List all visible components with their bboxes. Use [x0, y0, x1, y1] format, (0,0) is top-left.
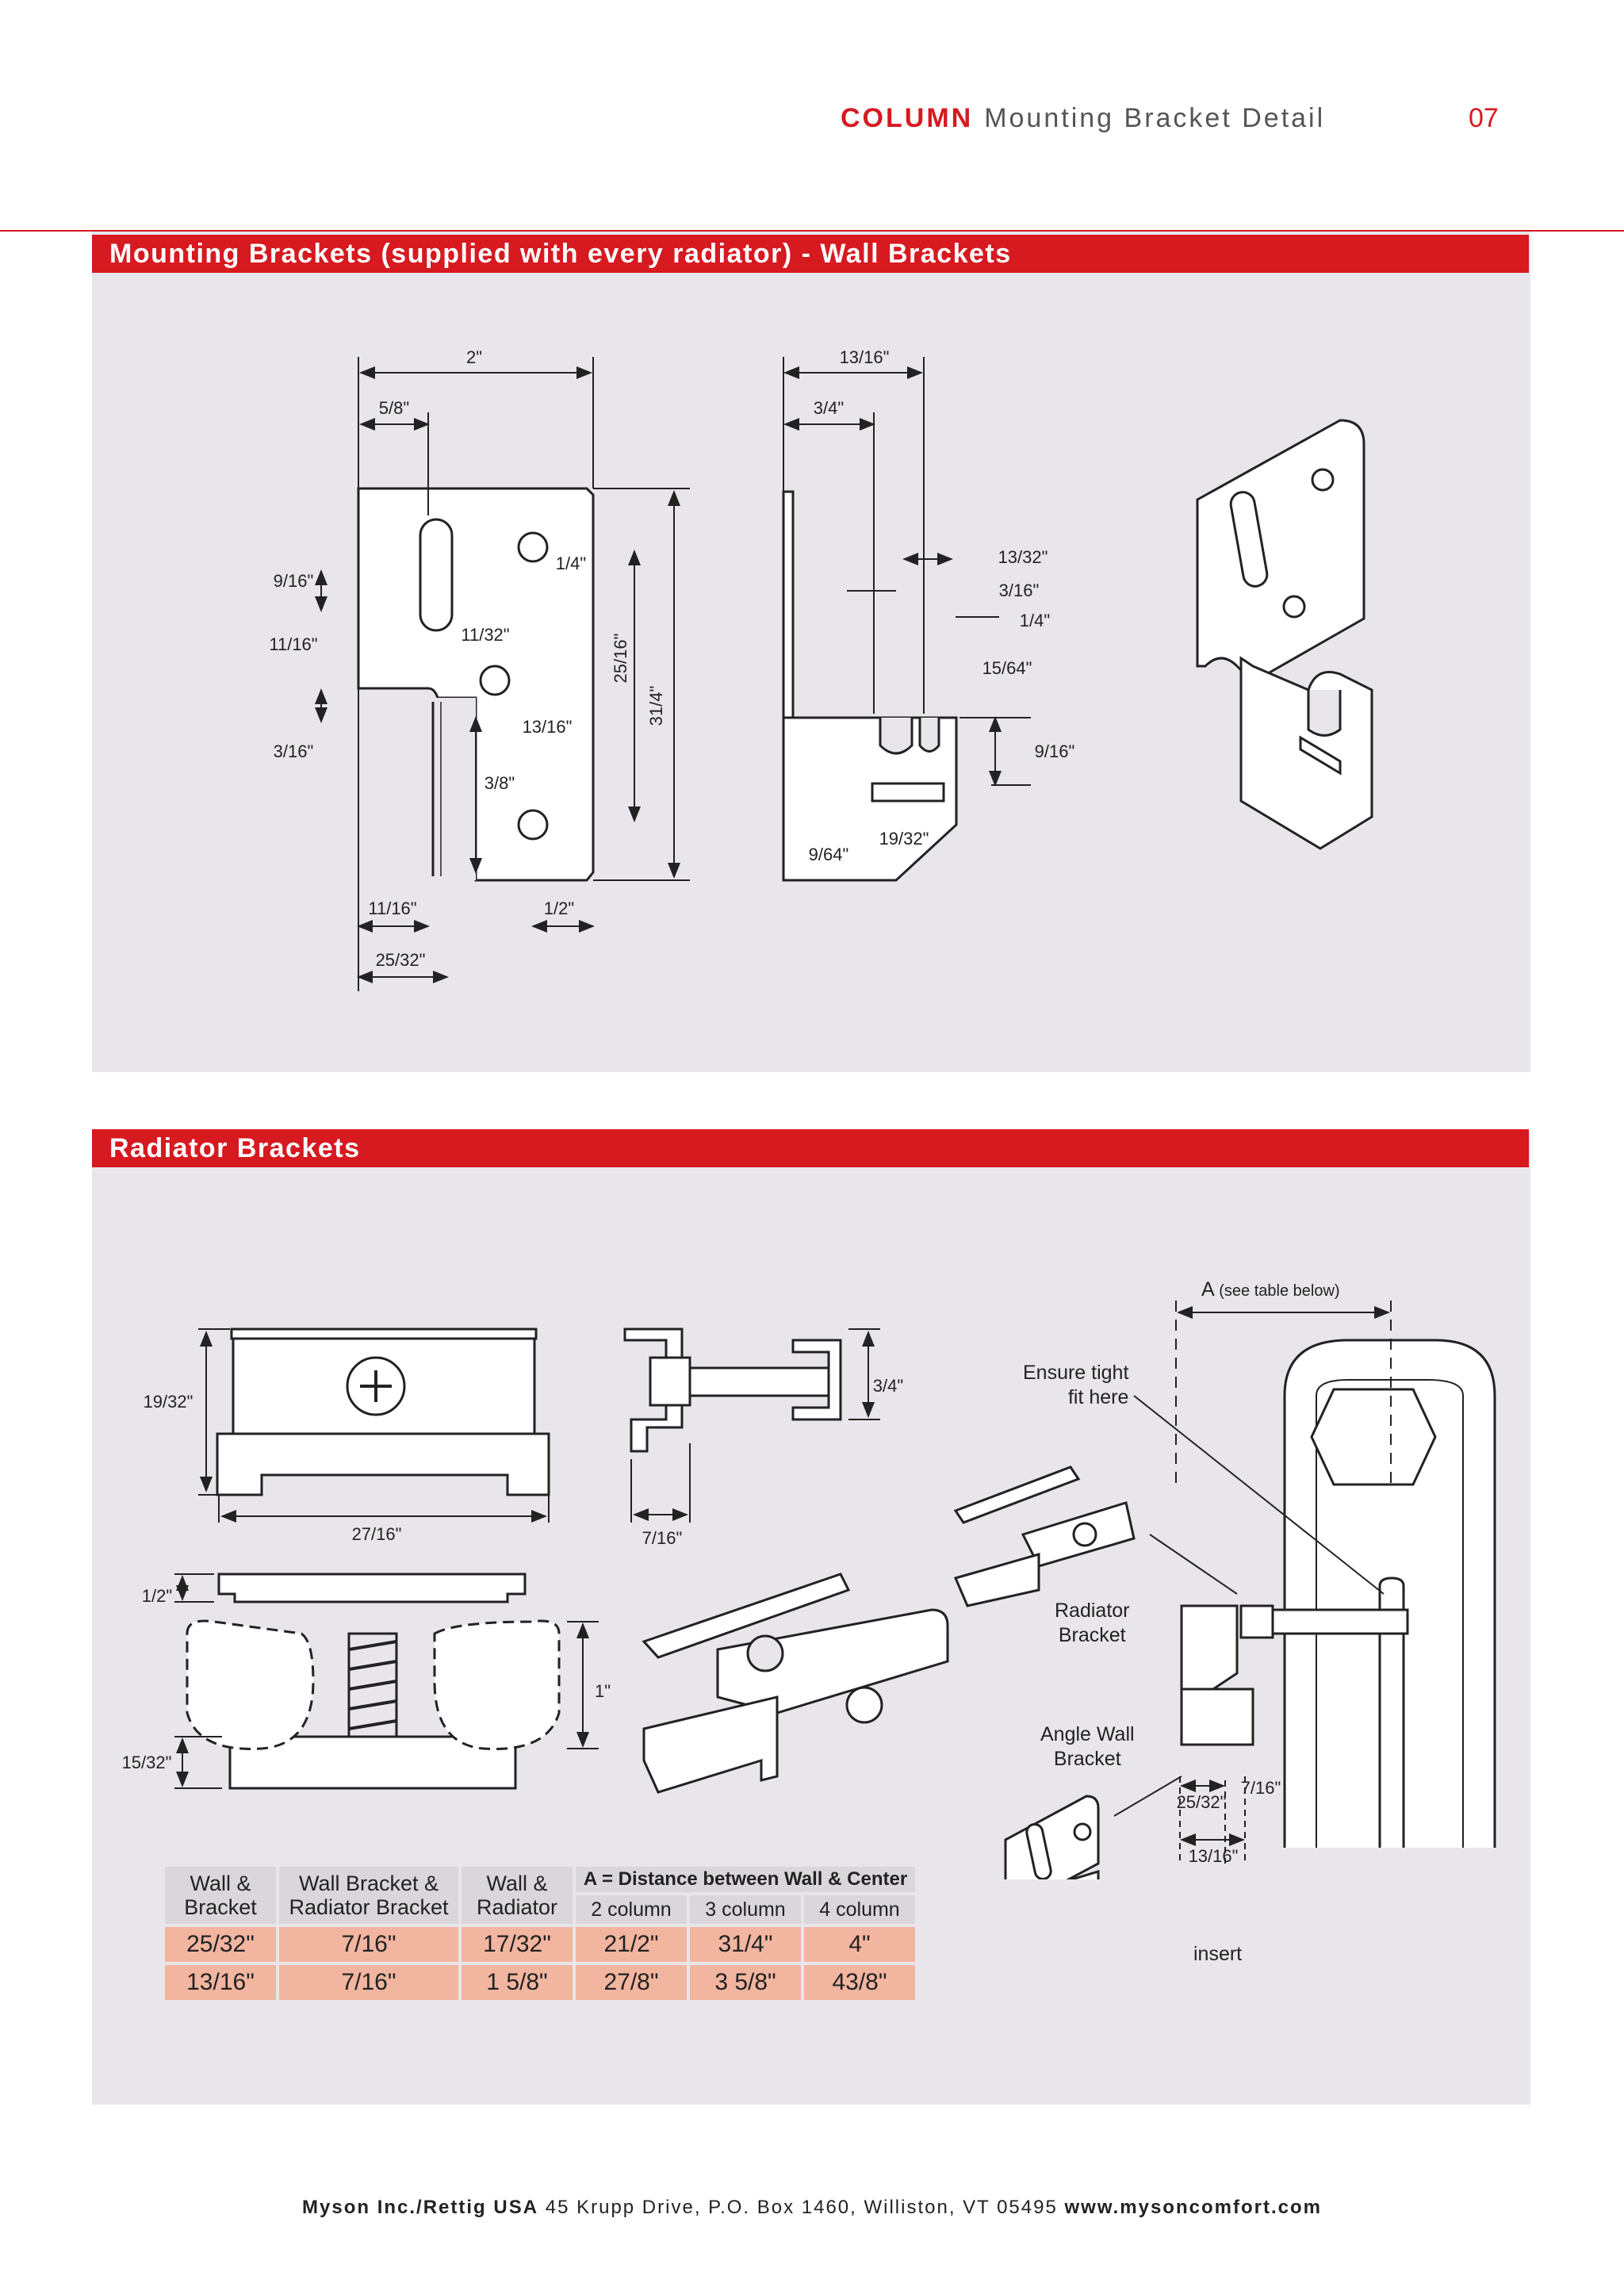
table-cell: 17/32" [462, 1927, 573, 1962]
table-cell: 7/16" [279, 1965, 458, 2000]
label-radiator-bracket: Radiator Bracket [1055, 1599, 1130, 1646]
col-header-wall-bracket: Wall & Bracket [165, 1867, 276, 1924]
table-cell: 3 5/8" [690, 1965, 801, 2000]
col-header-wall-radiator: Wall & Radiator [462, 1867, 573, 1924]
page-title: Mounting Bracket Detail [984, 103, 1326, 133]
dim-front-width: 2" [466, 347, 482, 367]
dim-front-upper-height: 11/16" [269, 634, 317, 654]
table-cell: 1 5/8" [462, 1965, 573, 2000]
dim-wall-gap: 25/32" [1177, 1792, 1227, 1812]
label-a-dimension: A (see table below) [1201, 1278, 1340, 1301]
dim-front-notch: 3/8" [485, 773, 515, 793]
dim-section-height: 1" [595, 1681, 611, 1701]
table-row: 13/16" 7/16" 1 5/8" 27/8" 3 5/8" 43/8" [165, 1965, 915, 2000]
table-cell: 43/8" [804, 1965, 915, 2000]
dim-front-hole-size: 1/4" [556, 554, 586, 573]
col-header-2-column: 2 column [576, 1895, 687, 1924]
table-cell: 27/8" [576, 1965, 687, 2000]
dim-side-slot-height: 9/16" [1035, 741, 1075, 761]
bracket-distance-table: Wall & Bracket Wall Bracket & Radiator B… [162, 1864, 918, 2003]
dim-side-slot-depth: 15/64" [982, 658, 1032, 678]
dim-bracket-width: 27/16" [352, 1524, 402, 1544]
wall-bracket-front-view [357, 487, 595, 882]
dim-front-hook-gap: 3/16" [274, 741, 314, 761]
dim-side-slot-a: 13/32" [998, 547, 1048, 567]
wall-bracket-side-view [782, 490, 958, 882]
section-name: COLUMN [841, 103, 974, 133]
table-cell: 31/4" [690, 1927, 801, 1962]
page-header: COLUMN Mounting Bracket Detail [841, 103, 1325, 134]
dim-side-slot-c: 1/4" [1020, 611, 1050, 630]
radiator-bracket-drawings: 19/32" 27/16" 3/4" 7/16" 1/2" 1" 15/32" … [122, 1301, 1496, 1879]
header-rule [0, 230, 1624, 232]
col-header-wall-radiator-bracket: Wall Bracket & Radiator Bracket [279, 1867, 458, 1924]
dim-front-base: 25/32" [376, 950, 426, 970]
label-angle-wall-bracket: Angle Wall Bracket [1040, 1723, 1135, 1770]
dim-side-slot-b: 3/16" [999, 580, 1040, 600]
page-number: 07 [1469, 103, 1499, 133]
radiator-bracket-perspective [642, 1573, 949, 1794]
dim-radiator-gap: 7/16" [1241, 1778, 1281, 1798]
footer-website[interactable]: www.mysoncomfort.com [1064, 2197, 1322, 2218]
col-header-4-column: 4 column [804, 1895, 915, 1924]
dim-screw-offset: 7/16" [642, 1528, 683, 1548]
dim-side-bar-gap: 9/64" [809, 845, 849, 864]
wall-bracket-drawings: 2" 5/8" 1/4" 9/16" 11/32" 11/16" 25/16" … [269, 347, 1373, 991]
table-cell: 4" [804, 1927, 915, 1962]
dim-front-bottom-left: 11/16" [368, 898, 416, 918]
dim-front-slot-width: 11/32" [461, 625, 509, 645]
radiator-bracket-top-view [216, 1327, 550, 1496]
dim-front-hole-spacing: 25/16" [611, 634, 630, 684]
col-header-a-distance: A = Distance between Wall & Center [576, 1867, 915, 1892]
dim-side-bar: 19/32" [879, 829, 929, 849]
wall-brackets-title: Mounting Brackets (supplied with every r… [92, 235, 1529, 273]
radiator-bracket-screw-view [623, 1327, 842, 1453]
dim-total-gap: 13/16" [1189, 1846, 1239, 1866]
wall-bracket-isometric [1196, 419, 1373, 850]
page-footer: Myson Inc./Rettig USA 45 Krupp Drive, P.… [0, 2197, 1624, 2219]
table-cell: 21/2" [576, 1927, 687, 1962]
table-cell: 13/16" [165, 1965, 276, 2000]
footer-company: Myson Inc./Rettig USA [302, 2197, 539, 2218]
table-cell: 7/16" [279, 1927, 458, 1962]
angle-wall-bracket-insert [1004, 1795, 1100, 1879]
dim-front-slot-height: 9/16" [274, 571, 314, 591]
dim-front-overall-height: 31/4" [646, 686, 666, 726]
dim-front-slot-offset: 5/8" [379, 398, 409, 418]
dim-section-bottom: 15/32" [122, 1753, 172, 1772]
dim-screw-height: 3/4" [873, 1376, 903, 1396]
label-a: A [1201, 1278, 1214, 1301]
radiator-brackets-title: Radiator Brackets [92, 1129, 1529, 1167]
dim-side-flange: 3/4" [814, 398, 844, 418]
dim-front-hook-width: 13/16" [523, 717, 573, 737]
radiator-column-diagram [1180, 1339, 1496, 1848]
label-insert: insert [1193, 1943, 1243, 1965]
dim-side-width: 13/16" [840, 347, 890, 367]
radiator-bracket-small-perspective [953, 1465, 1136, 1607]
dim-front-bottom-right: 1/2" [544, 898, 574, 918]
label-a-note: (see table below) [1219, 1282, 1340, 1300]
label-ensure-tight: Ensure tight fit here [1023, 1362, 1129, 1408]
col-header-3-column: 3 column [690, 1895, 801, 1924]
table-row: 25/32" 7/16" 17/32" 21/2" 31/4" 4" [165, 1927, 915, 1962]
dim-section-top: 1/2" [142, 1586, 172, 1606]
footer-address: 45 Krupp Drive, P.O. Box 1460, Williston… [545, 2197, 1058, 2218]
radiator-bracket-section-view [186, 1573, 561, 1790]
table-cell: 25/32" [165, 1927, 276, 1962]
dim-bracket-height: 19/32" [144, 1392, 193, 1412]
